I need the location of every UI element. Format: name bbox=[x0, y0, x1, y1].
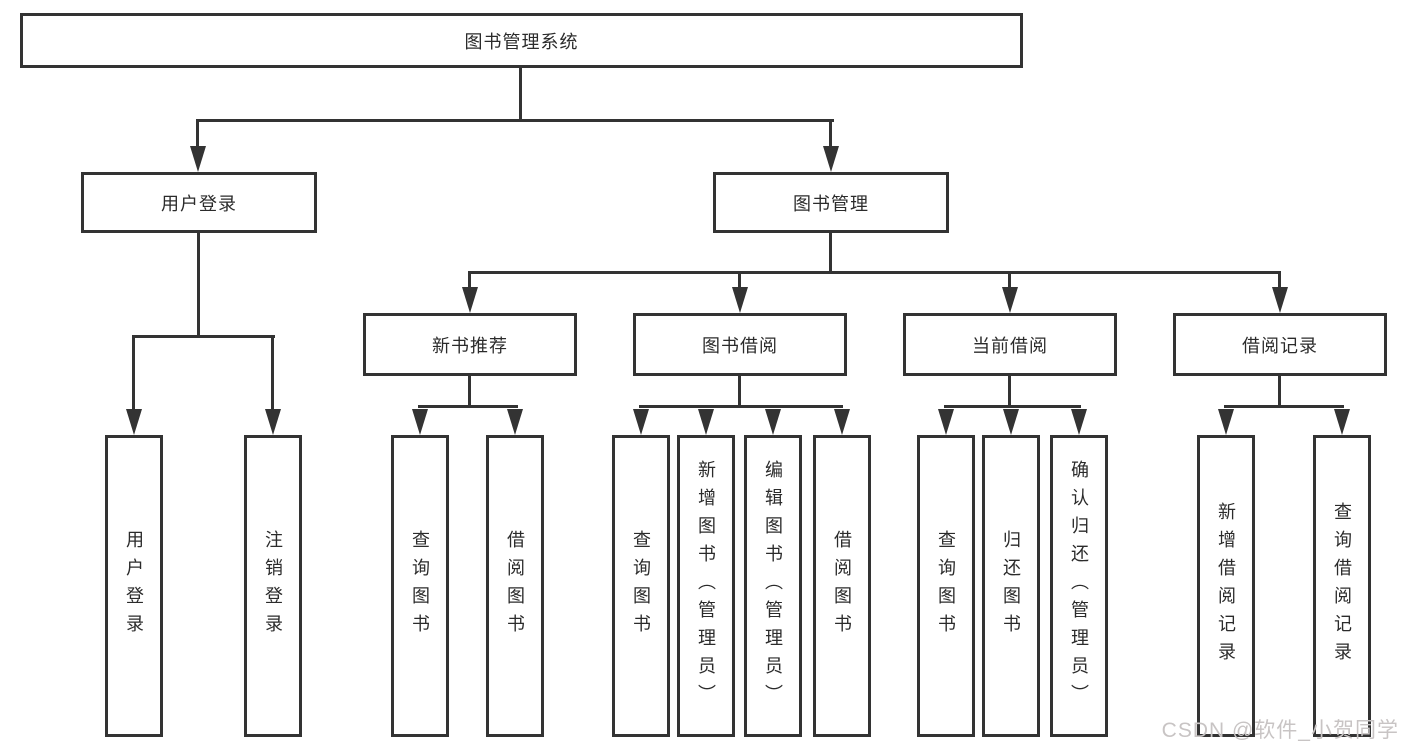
connector-recommend-drop bbox=[468, 376, 471, 408]
leaf-query-books-current: 查询图书 bbox=[917, 435, 975, 737]
node-root-library-system: 图书管理系统 bbox=[20, 13, 1023, 68]
arrowhead-icon bbox=[507, 409, 523, 435]
arrowhead-icon bbox=[1218, 409, 1234, 435]
connector-root-left-stub bbox=[196, 119, 199, 149]
connector-root-rail bbox=[197, 119, 834, 122]
arrowhead-icon bbox=[732, 287, 748, 313]
connector-mgmt-stub bbox=[468, 271, 471, 291]
arrowhead-icon bbox=[834, 409, 850, 435]
arrowhead-icon bbox=[698, 409, 714, 435]
leaf-logout: 注销登录 bbox=[244, 435, 302, 737]
connector-root-right-stub bbox=[829, 119, 832, 149]
connector-mgmt-stub bbox=[1278, 271, 1281, 291]
arrowhead-icon bbox=[190, 146, 206, 172]
leaf-borrow-books-recommend: 借阅图书 bbox=[486, 435, 544, 737]
node-book-management: 图书管理 bbox=[713, 172, 949, 233]
node-book-borrowing: 图书借阅 bbox=[633, 313, 847, 376]
connector-login-stub bbox=[271, 335, 274, 413]
connector-login-stub bbox=[132, 335, 135, 413]
arrowhead-icon bbox=[1272, 287, 1288, 313]
leaf-add-book-admin: 新增图书（管理员） bbox=[677, 435, 735, 737]
leaf-confirm-return-admin: 确认归还（管理员） bbox=[1050, 435, 1108, 737]
connector-records-rail bbox=[1224, 405, 1344, 408]
connector-current-rail bbox=[944, 405, 1081, 408]
arrowhead-icon bbox=[633, 409, 649, 435]
arrowhead-icon bbox=[1002, 287, 1018, 313]
arrowhead-icon bbox=[265, 409, 281, 435]
node-user-login: 用户登录 bbox=[81, 172, 317, 233]
leaf-user-login: 用户登录 bbox=[105, 435, 163, 737]
connector-mgmt-stub bbox=[1008, 271, 1011, 291]
arrowhead-icon bbox=[938, 409, 954, 435]
leaf-query-borrow-record: 查询借阅记录 bbox=[1313, 435, 1371, 737]
connector-mgmt-drop bbox=[829, 233, 832, 274]
connector-current-drop bbox=[1008, 376, 1011, 408]
connector-records-drop bbox=[1278, 376, 1281, 408]
connector-recommend-rail bbox=[418, 405, 518, 408]
arrowhead-icon bbox=[1071, 409, 1087, 435]
connector-root-drop bbox=[519, 68, 522, 122]
arrowhead-icon bbox=[126, 409, 142, 435]
leaf-query-books-recommend: 查询图书 bbox=[391, 435, 449, 737]
leaf-edit-book-admin: 编辑图书（管理员） bbox=[744, 435, 802, 737]
node-borrowing-records: 借阅记录 bbox=[1173, 313, 1387, 376]
leaf-borrow-books-borrowing: 借阅图书 bbox=[813, 435, 871, 737]
arrowhead-icon bbox=[1334, 409, 1350, 435]
connector-borrowing-drop bbox=[738, 376, 741, 408]
arrowhead-icon bbox=[765, 409, 781, 435]
arrowhead-icon bbox=[462, 287, 478, 313]
leaf-return-book: 归还图书 bbox=[982, 435, 1040, 737]
arrowhead-icon bbox=[412, 409, 428, 435]
node-current-borrowing: 当前借阅 bbox=[903, 313, 1117, 376]
arrowhead-icon bbox=[1003, 409, 1019, 435]
csdn-watermark: CSDN @软件_小贺同学 bbox=[1161, 719, 1399, 742]
leaf-query-books-borrowing: 查询图书 bbox=[612, 435, 670, 737]
connector-login-rail bbox=[132, 335, 275, 338]
connector-login-drop bbox=[197, 233, 200, 338]
connector-borrowing-rail bbox=[639, 405, 843, 408]
arrowhead-icon bbox=[823, 146, 839, 172]
connector-mgmt-rail bbox=[468, 271, 1281, 274]
connector-mgmt-stub bbox=[738, 271, 741, 291]
node-new-book-recommendation: 新书推荐 bbox=[363, 313, 577, 376]
leaf-add-borrow-record: 新增借阅记录 bbox=[1197, 435, 1255, 737]
